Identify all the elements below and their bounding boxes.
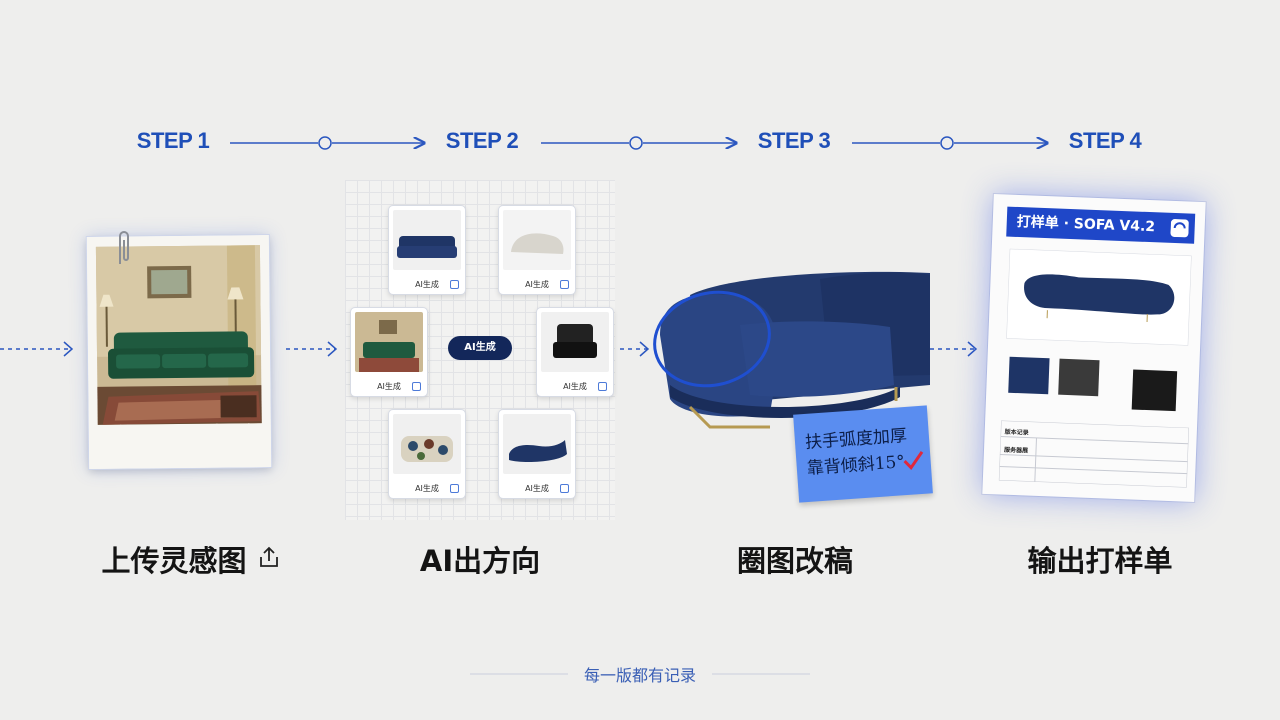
sofa-navy-curved-image <box>503 414 571 474</box>
inspiration-photo <box>86 235 272 469</box>
card-caption: AI生成 <box>415 484 439 493</box>
variation-card[interactable]: AI生成 <box>536 307 614 397</box>
regenerate-icon[interactable] <box>598 382 607 391</box>
step-1-label: STEP 1 <box>136 128 210 153</box>
sofa-curved-white-image <box>503 210 571 270</box>
leather-armchair-image <box>541 312 609 372</box>
sheet-sofa-drawing <box>1006 248 1192 346</box>
step-3-title: 圈图改稿 <box>736 544 853 578</box>
revision-sticky-note: 扶手弧度加厚 靠背倾斜15° <box>793 405 933 503</box>
regenerate-icon[interactable] <box>412 382 421 391</box>
living-room-image <box>86 235 272 469</box>
step-4-title: 输出打样单 <box>1027 544 1173 578</box>
note-line-2: 靠背倾斜15° <box>806 452 906 479</box>
step-2-label: STEP 2 <box>445 128 519 153</box>
variation-card[interactable]: AI生成 <box>350 307 428 397</box>
card-caption: AI生成 <box>525 280 549 289</box>
step-3-label: STEP 3 <box>757 128 831 153</box>
sofa-markup-image <box>653 271 930 429</box>
regenerate-icon[interactable] <box>560 484 569 493</box>
variation-card[interactable]: AI生成 <box>388 409 466 499</box>
regenerate-icon[interactable] <box>450 484 459 493</box>
upload-icon[interactable] <box>258 545 280 569</box>
sofa-floral-image <box>393 414 461 474</box>
regenerate-icon[interactable] <box>560 280 569 289</box>
card-caption: AI生成 <box>377 382 401 391</box>
card-caption: AI生成 <box>415 280 439 289</box>
card-caption: AI生成 <box>525 484 549 493</box>
step-connectors <box>230 136 1047 150</box>
step-1-title: 上传灵感图 <box>101 544 247 578</box>
variation-card[interactable]: AI生成 <box>388 205 466 295</box>
sheet-title: 打样单 · SOFA V4.2 <box>1006 206 1196 244</box>
swatch-fabric-gray <box>1058 358 1100 397</box>
ai-generate-hub[interactable]: AI生成 <box>448 336 512 360</box>
step-2-title: AI出方向 <box>419 544 541 578</box>
sofa-green-room-image <box>355 312 423 372</box>
variation-card[interactable]: AI生成 <box>498 409 576 499</box>
sofa-navy-tufted-image <box>393 210 461 270</box>
paperclip-icon <box>119 231 129 264</box>
check-icon <box>903 451 924 471</box>
spec-sheet: 打样单 · SOFA V4.2 版本记录 服务器展 <box>982 194 1206 502</box>
swatch-fabric-navy <box>1008 356 1050 395</box>
sheet-table-lines <box>998 420 1190 488</box>
regenerate-icon[interactable] <box>450 280 459 289</box>
step-4-label: STEP 4 <box>1068 128 1142 153</box>
footer-note: 每一版都有记录 <box>583 666 696 685</box>
variation-card[interactable]: AI生成 <box>498 205 576 295</box>
swatch-leather-black <box>1131 369 1178 412</box>
card-caption: AI生成 <box>563 382 587 391</box>
sheet-logo-icon <box>1170 219 1189 238</box>
